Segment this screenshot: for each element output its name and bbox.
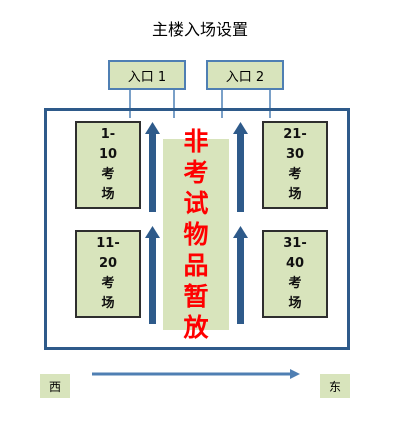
room-line: 考 [101, 276, 115, 291]
up-arrow-right-bottom [233, 226, 248, 324]
room-line: 30 [285, 147, 305, 162]
main-building-outline [44, 108, 350, 350]
west-label: 西 [40, 374, 70, 398]
storage-char: 考 [183, 158, 209, 187]
exam-room-21-30: 21- 30 考 场 [262, 121, 328, 209]
up-arrow-left-bottom [145, 226, 160, 324]
room-line: 31- [283, 236, 307, 251]
storage-char: 非 [183, 127, 209, 156]
storage-char: 试 [183, 189, 209, 218]
room-line: 11- [96, 236, 120, 251]
up-arrow-left-top [145, 122, 160, 212]
entrance-2-box: 入口 2 [206, 60, 284, 90]
room-line: 场 [288, 296, 302, 311]
exam-room-1-10: 1- 10 考 场 [75, 121, 141, 209]
room-line: 考 [288, 167, 302, 182]
room-line: 21- [283, 127, 307, 142]
exam-room-31-40: 31- 40 考 场 [262, 230, 328, 318]
page-title: 主楼入场设置 [151, 20, 248, 39]
entrance-1-box: 入口 1 [108, 60, 186, 90]
room-line: 考 [101, 167, 115, 182]
storage-char: 品 [183, 251, 209, 280]
room-line: 10 [98, 147, 118, 162]
room-line: 20 [98, 256, 118, 271]
storage-char: 放 [183, 313, 209, 342]
room-line: 40 [285, 256, 305, 271]
east-label: 东 [320, 374, 350, 398]
up-arrow-right-top [233, 122, 248, 212]
room-line: 场 [101, 187, 115, 202]
room-line: 场 [288, 187, 302, 202]
storage-char: 物 [183, 220, 209, 249]
room-line: 场 [101, 296, 115, 311]
room-line: 考 [288, 276, 302, 291]
west-east-arrow [92, 369, 300, 379]
non-exam-items-storage: 非 考 试 物 品 暂 放 [163, 127, 229, 342]
storage-char: 暂 [183, 282, 209, 311]
room-line: 1- [100, 127, 116, 142]
exam-room-11-20: 11- 20 考 场 [75, 230, 141, 318]
